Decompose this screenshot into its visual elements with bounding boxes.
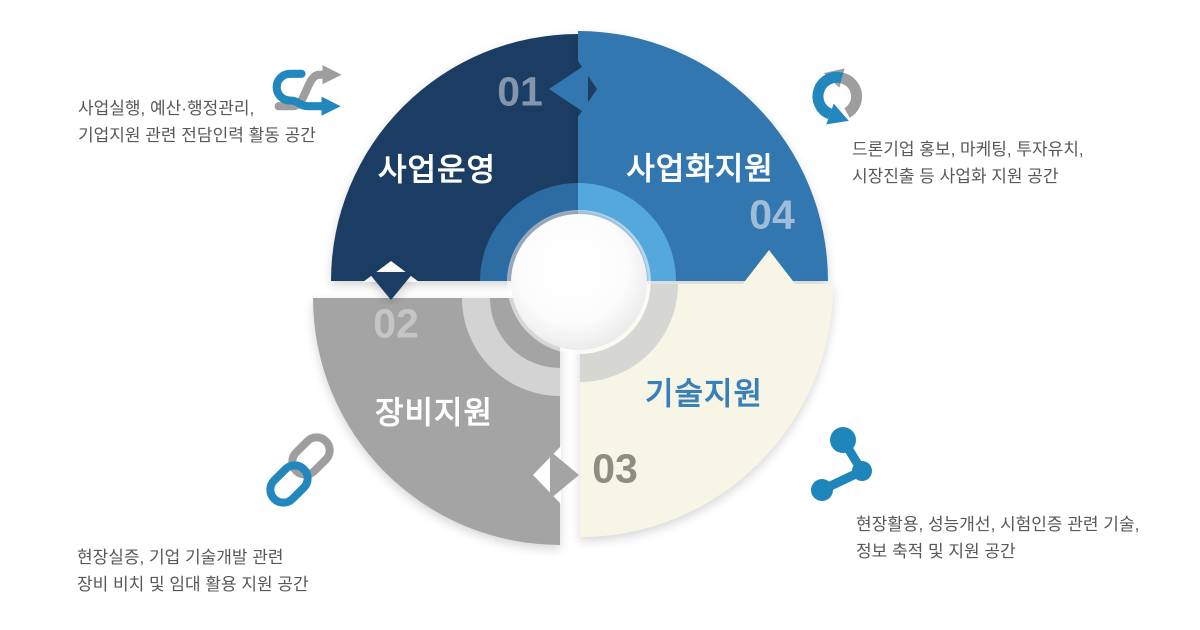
segment-02-description-line2: 장비 비치 및 임대 활용 지원 공간 bbox=[77, 575, 309, 594]
cycle-arrows-icon bbox=[812, 68, 863, 125]
arrow-03-to-04 bbox=[742, 250, 796, 285]
segment-01-label: 사업운영 bbox=[377, 152, 497, 188]
share-nodes-icon bbox=[811, 427, 872, 501]
shuffle-arrows-icon bbox=[272, 65, 342, 116]
segment-01-number: 01 bbox=[497, 68, 543, 115]
segment-02-number: 02 bbox=[373, 300, 419, 347]
segment-02-description: 현장실증, 기업 기술개발 관련 장비 비치 및 임대 활용 지원 공간 bbox=[77, 544, 309, 598]
segment-01-description: 사업실행, 예산·행정관리, 기업지원 관련 전담인력 활동 공간 bbox=[78, 95, 316, 149]
segment-02-description-line1: 현장실증, 기업 기술개발 관련 bbox=[77, 548, 284, 567]
segment-04-description: 드론기업 홍보, 마케팅, 투자유치, 시장진출 등 사업화 지원 공간 bbox=[852, 136, 1084, 190]
segment-01-ring bbox=[480, 183, 578, 281]
segment-04-description-line1: 드론기업 홍보, 마케팅, 투자유치, bbox=[852, 140, 1084, 159]
arrow-04-to-01 bbox=[549, 63, 588, 115]
center-circle bbox=[511, 214, 647, 350]
segment-04-description-line2: 시장진출 등 사업화 지원 공간 bbox=[852, 167, 1059, 186]
arrow-02-to-03 bbox=[550, 451, 579, 499]
segment-01-description-line2: 기업지원 관련 전담인력 활동 공간 bbox=[78, 126, 316, 145]
chain-link-icon bbox=[266, 433, 334, 507]
segment-01-description-line1: 사업실행, 예산·행정관리, bbox=[78, 99, 255, 118]
segment-03-description-line1: 현장활용, 성능개선, 시험인증 관련 기술, bbox=[856, 515, 1140, 534]
arrow-01-to-02 bbox=[368, 272, 414, 300]
segment-03-label: 기술지원 bbox=[644, 376, 764, 412]
segment-02-label: 장비지원 bbox=[374, 395, 494, 431]
segment-02-ring bbox=[462, 298, 560, 396]
segment-03-ring bbox=[580, 284, 678, 382]
segment-04-number: 04 bbox=[749, 191, 795, 238]
segment-03-description: 현장활용, 성능개선, 시험인증 관련 기술, 정보 축적 및 지원 공간 bbox=[856, 511, 1139, 565]
segment-03-description-line2: 정보 축적 및 지원 공간 bbox=[856, 542, 1016, 561]
segment-04-label: 사업화지원 bbox=[626, 151, 774, 187]
segment-03-number: 03 bbox=[592, 445, 638, 492]
segment-04-ring bbox=[578, 183, 676, 281]
